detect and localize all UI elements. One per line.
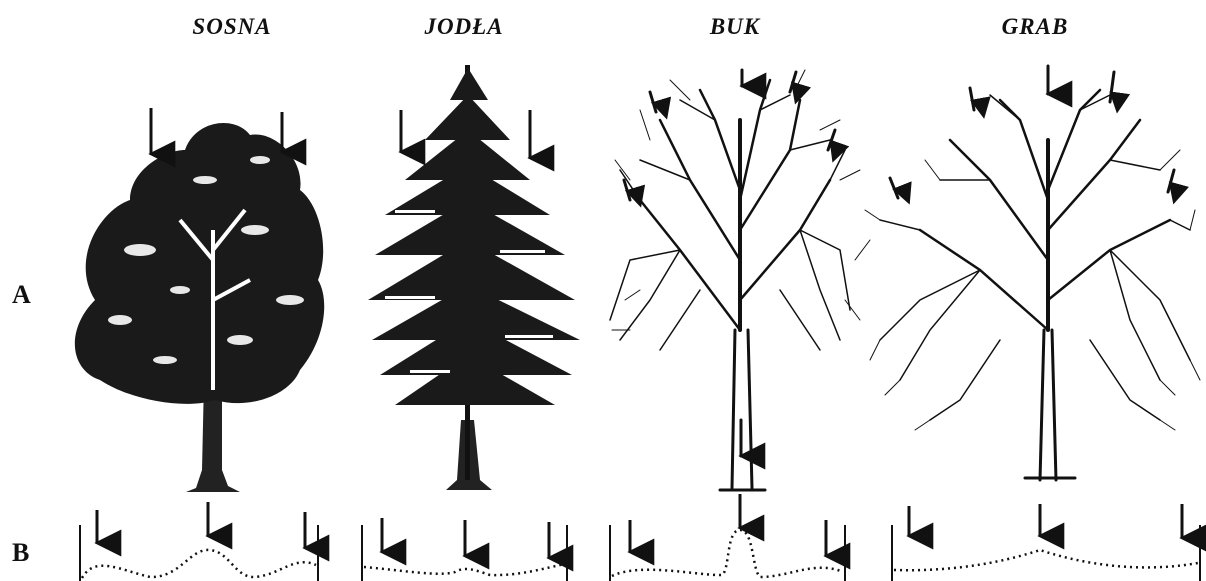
profile-grab	[892, 504, 1200, 581]
beech-tree-illustration	[610, 70, 870, 490]
pine-tree-illustration	[75, 108, 324, 492]
profile-sosna	[80, 502, 318, 581]
fir-tree-illustration	[368, 65, 580, 490]
profile-jodla	[362, 518, 567, 581]
hornbeam-tree-illustration	[865, 66, 1200, 480]
profile-buk	[610, 494, 845, 581]
